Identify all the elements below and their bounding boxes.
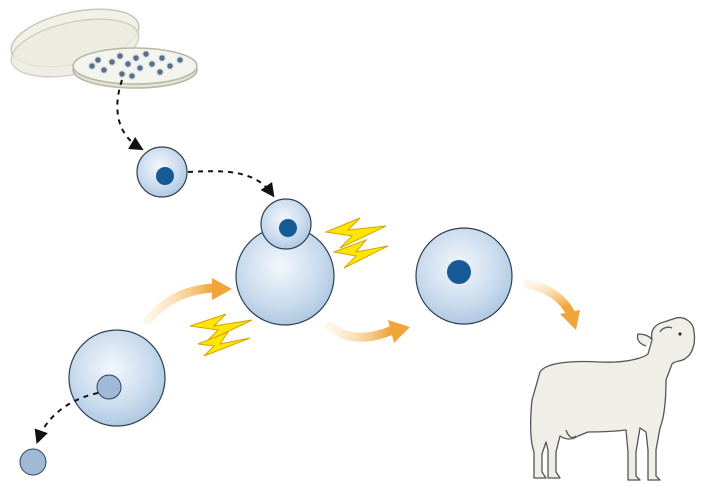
dashed-arrow-dish-to-cell <box>116 79 144 151</box>
removed-nucleus <box>19 448 47 476</box>
dashed-arrow-cell-to-egg <box>187 170 275 198</box>
cultured-cells <box>87 49 185 81</box>
sheep-icon <box>530 316 696 481</box>
petri-dish-icon <box>10 8 198 89</box>
orange-arrow-2 <box>325 320 410 343</box>
dashed-arrow-nucleus-removal <box>34 392 99 444</box>
fused-cell <box>235 198 335 326</box>
electric-spark-icon <box>324 217 389 269</box>
donor-nucleus <box>156 167 174 185</box>
egg-cell <box>68 329 166 427</box>
egg-nucleus <box>96 374 122 400</box>
orange-arrow-1 <box>143 278 232 325</box>
orange-arrow-3 <box>523 279 580 330</box>
embryo-nucleus <box>447 260 471 284</box>
electric-spark-icon <box>189 313 253 357</box>
embryo-cell <box>415 227 513 325</box>
donor-cell <box>136 146 188 198</box>
